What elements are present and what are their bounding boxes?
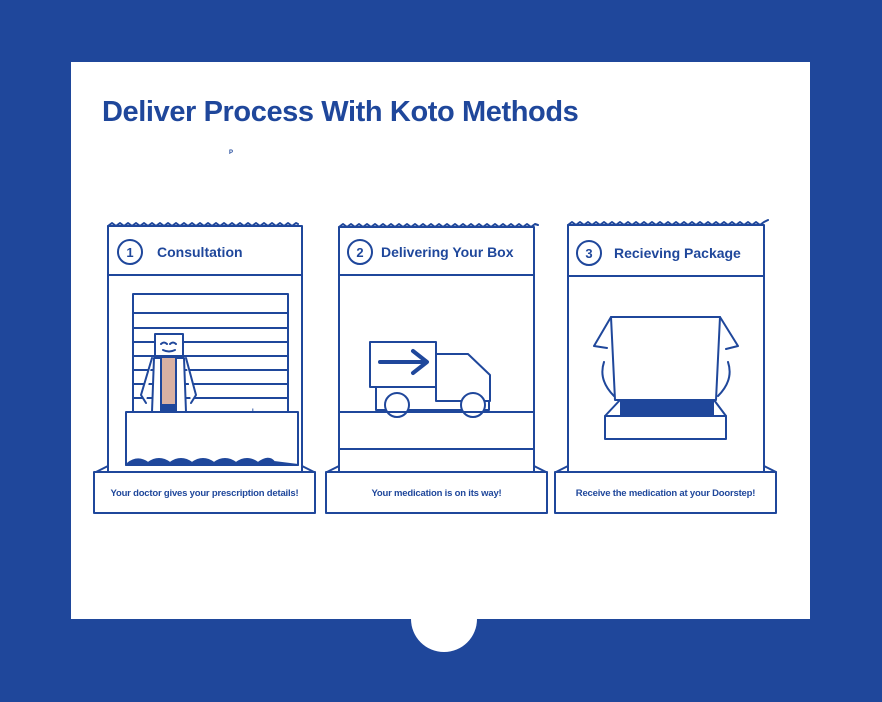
- step-number-2: 2: [347, 239, 373, 265]
- truck-icon: [338, 341, 535, 450]
- step-header-1: 1 Consultation: [117, 232, 243, 272]
- open-box-icon: [593, 316, 739, 440]
- doctor-icon: [125, 293, 299, 466]
- page-title: Deliver Process With Koto Methods: [102, 96, 579, 128]
- step-caption-2: Your medication is on its way!: [371, 488, 502, 499]
- stray-mark: P: [229, 150, 234, 156]
- step-card-2: [325, 223, 548, 514]
- step-number-1: 1: [117, 239, 143, 265]
- step-caption-3: Receive the medication at your Doorstep!: [575, 488, 756, 499]
- content-panel: [71, 62, 810, 619]
- pull-tab: [411, 590, 477, 652]
- step-heading-3: Recieving Package: [614, 245, 741, 261]
- step-number-3: 3: [576, 240, 602, 266]
- step-header-2: 2 Delivering Your Box: [347, 232, 514, 272]
- step-heading-1: Consultation: [157, 244, 243, 260]
- step-card-3: [554, 219, 777, 514]
- step-card-1: [93, 222, 316, 514]
- step-caption-1: Your doctor gives your prescription deta…: [110, 488, 299, 499]
- stray-mark-2: L: [252, 409, 256, 415]
- step-heading-2: Delivering Your Box: [381, 244, 514, 260]
- step-header-3: 3 Recieving Package: [576, 233, 741, 273]
